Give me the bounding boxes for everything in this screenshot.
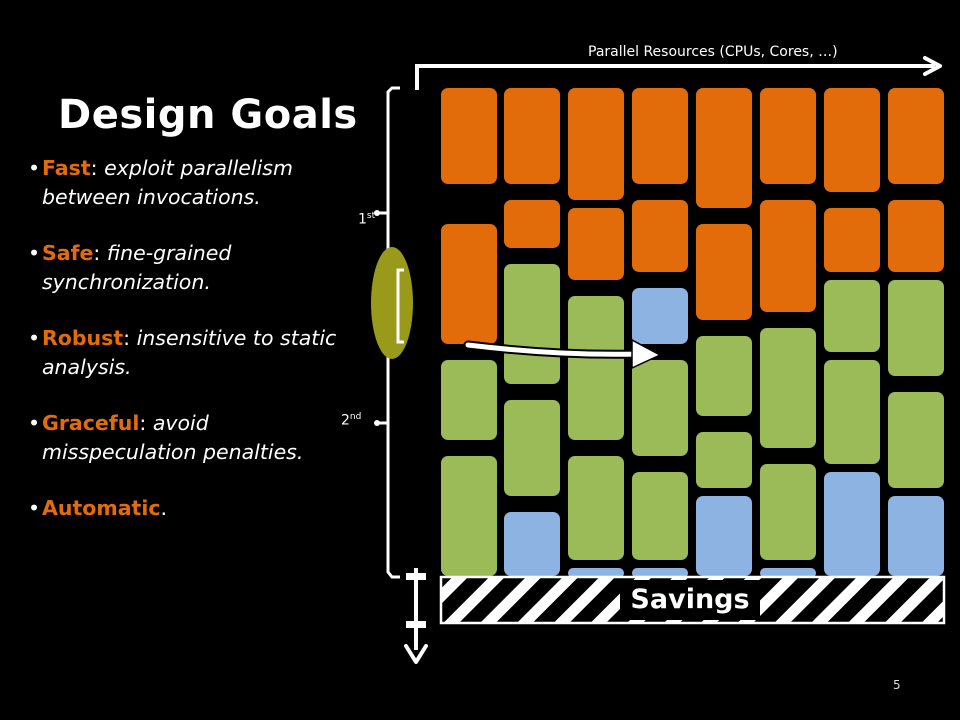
goal-keyword: Fast (42, 156, 91, 180)
second-invocation-task-block (824, 280, 880, 352)
first-invocation-task-block (888, 200, 944, 272)
goal-description: avoid misspeculation penalties. (42, 411, 304, 464)
overlap-arrow (463, 338, 662, 370)
goal-keyword: Robust (42, 326, 124, 350)
goal-description: insensitive to static analysis. (42, 326, 337, 379)
second-invocation-task-block (568, 456, 624, 560)
first-invocation-task-block (696, 224, 752, 320)
goal-automatic: •Automatic. (28, 496, 168, 520)
goal-safe: •Safe: fine-grained synchronization. (28, 241, 232, 294)
third-invocation-task-block (504, 512, 560, 576)
first-invocation-task-block (568, 208, 624, 280)
slide-title: Design Goals (58, 92, 358, 138)
first-invocation-task-block (568, 88, 624, 200)
second-invocation-task-block (696, 336, 752, 416)
second-invocation-task-block (441, 360, 497, 440)
first-invocation-task-block (441, 88, 497, 184)
first-invocation-task-block (760, 88, 816, 184)
first-invocation-task-block (632, 88, 688, 184)
second-invocation-task-block (568, 296, 624, 440)
task-blocks (441, 88, 944, 578)
savings-label: Savings (620, 580, 760, 620)
goal-keyword: Graceful (42, 411, 140, 435)
first-invocation-task-block (504, 88, 560, 184)
third-invocation-task-block (632, 568, 688, 578)
first-invocation-task-block (888, 88, 944, 184)
goal-description: fine-grained synchronization. (42, 241, 232, 294)
third-invocation-task-block (696, 496, 752, 576)
slide-number: 5 (893, 678, 901, 692)
second-invocation-task-block (504, 400, 560, 496)
resources-axis (415, 56, 942, 90)
third-invocation-task-block (568, 568, 624, 578)
second-invocation-task-block (441, 456, 497, 576)
first-invocation-task-block (760, 200, 816, 312)
first-invocation-task-block (696, 88, 752, 208)
goal-graceful: •Graceful: avoid misspeculation penaltie… (28, 411, 304, 464)
first-invocation-task-block (824, 208, 880, 272)
first-invocation-task-block (824, 88, 880, 192)
first-invocation-label: 1st (358, 211, 376, 228)
third-invocation-task-block (632, 288, 688, 344)
third-invocation-task-block (888, 496, 944, 576)
overlap-highlight (371, 247, 413, 359)
third-invocation-task-block (824, 472, 880, 576)
second-invocation-task-block (760, 464, 816, 560)
goal-keyword: Automatic (42, 496, 161, 520)
second-invocation-task-block (824, 360, 880, 464)
second-invocation-task-block (504, 264, 560, 384)
resources-axis-label: Parallel Resources (CPUs, Cores, …) (588, 44, 838, 60)
second-invocation-task-block (696, 432, 752, 488)
goal-description: exploit parallelism between invocations. (42, 156, 293, 209)
second-invocation-task-block (888, 392, 944, 488)
design-goals-list: •Fast: exploit parallelism between invoc… (28, 154, 352, 550)
first-invocation-task-block (504, 200, 560, 248)
third-invocation-task-block (760, 568, 816, 578)
second-invocation-task-block (632, 360, 688, 456)
second-invocation-task-block (888, 280, 944, 376)
time-axis (404, 568, 428, 664)
goal-fast: •Fast: exploit parallelism between invoc… (28, 156, 293, 209)
first-invocation-task-block (441, 224, 497, 344)
goal-keyword: Safe (42, 241, 94, 265)
second-invocation-label: 2nd (341, 412, 362, 429)
first-invocation-task-block (632, 200, 688, 272)
goal-robust: •Robust: insensitive to static analysis. (28, 326, 337, 379)
second-invocation-task-block (760, 328, 816, 448)
second-invocation-task-block (632, 472, 688, 560)
